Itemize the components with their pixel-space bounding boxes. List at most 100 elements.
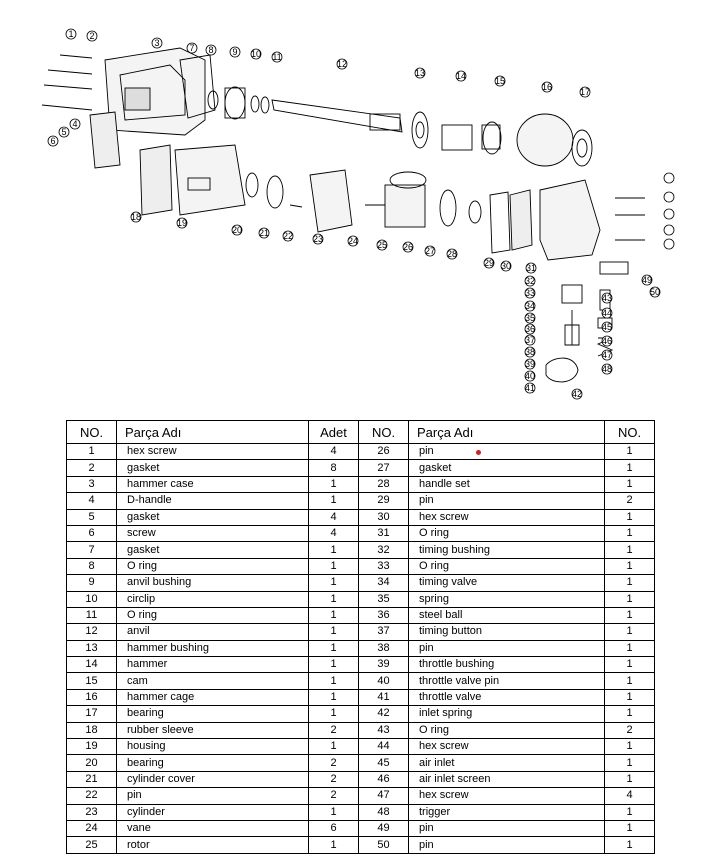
callout-label: 13 [415, 68, 425, 78]
callout-label: 46 [602, 336, 612, 346]
cell-part-name-2: pin [408, 639, 605, 658]
cell-qty: 1 [308, 738, 359, 756]
callout-label: 22 [283, 231, 293, 241]
cell-part-name-2: O ring [408, 721, 605, 740]
callout-label: 26 [403, 242, 413, 252]
cell-no: 14 [66, 656, 117, 674]
cell-no: 7 [66, 541, 117, 559]
callout-label: 33 [525, 288, 535, 298]
cell-qty-2: 1 [604, 836, 655, 854]
cell-qty-2: 1 [604, 475, 655, 494]
callout-label: 29 [484, 258, 494, 268]
cell-part-name-2: pin [408, 836, 605, 854]
cell-part-name: hammer case [116, 475, 309, 494]
header-no-3: NO. [604, 420, 655, 444]
cell-part-name-2: timing button [408, 623, 605, 641]
cell-qty: 2 [308, 770, 359, 789]
callout-label: 27 [425, 246, 435, 256]
callout-label: 35 [525, 313, 535, 323]
cell-qty-2: 2 [604, 492, 655, 510]
cell-qty: 2 [308, 787, 359, 805]
cell-qty-2: 1 [604, 623, 655, 641]
cell-qty: 1 [308, 639, 359, 658]
cell-part-name: bearing [116, 705, 309, 723]
cell-no-2: 37 [358, 623, 409, 641]
cell-qty: 1 [308, 541, 359, 559]
cell-part-name: vane [116, 819, 309, 838]
cell-no-2: 49 [358, 819, 409, 838]
cell-qty: 4 [308, 442, 359, 461]
cell-no-2: 28 [358, 475, 409, 494]
callout-label: 11 [272, 52, 281, 62]
cell-part-name-2: pin [408, 442, 605, 461]
cell-no-2: 30 [358, 508, 409, 526]
cell-qty: 1 [308, 492, 359, 510]
red-dot-marker [476, 450, 481, 455]
cell-no: 24 [66, 819, 117, 838]
cell-part-name-2: throttle bushing [408, 656, 605, 674]
cell-qty-2: 1 [604, 754, 655, 772]
cell-qty: 1 [308, 803, 359, 821]
callout-label: 23 [313, 234, 323, 244]
cell-part-name-2: trigger [408, 803, 605, 821]
cell-part-name-2: hex screw [408, 787, 605, 805]
cell-qty-2: 1 [604, 606, 655, 625]
callout-label: 41 [525, 383, 535, 393]
callout-label: 31 [526, 263, 536, 273]
cell-qty-2: 1 [604, 738, 655, 756]
cell-no: 20 [66, 754, 117, 772]
cell-no: 17 [66, 705, 117, 723]
table-header-row: NO. Parça Adı Adet NO. Parça Adı NO. [66, 420, 655, 444]
cell-qty: 2 [308, 721, 359, 740]
cell-qty-2: 1 [604, 770, 655, 789]
callout-label: 18 [131, 212, 141, 222]
cell-no: 4 [66, 492, 117, 510]
callout-label: 4 [72, 119, 77, 129]
callout-label: 28 [447, 249, 457, 259]
cell-no: 8 [66, 557, 117, 576]
cell-part-name-2: pin [408, 492, 605, 510]
cell-part-name: rotor [116, 836, 309, 854]
cell-qty-2: 1 [604, 574, 655, 592]
callout-label: 43 [602, 293, 612, 303]
cell-no: 18 [66, 721, 117, 740]
cell-part-name: anvil bushing [116, 574, 309, 592]
cell-no: 25 [66, 836, 117, 854]
cell-part-name: cylinder [116, 803, 309, 821]
callout-label: 5 [61, 127, 66, 137]
cell-qty: 1 [308, 836, 359, 854]
cell-qty-2: 1 [604, 672, 655, 690]
callout-label: 38 [525, 347, 535, 357]
cell-qty: 1 [308, 606, 359, 625]
callout-label: 6 [50, 136, 55, 146]
cell-part-name: pin [116, 787, 309, 805]
callout-label: 2 [89, 31, 94, 41]
callout-label: 12 [337, 59, 347, 69]
cell-part-name: hammer bushing [116, 639, 309, 658]
cell-part-name-2: air inlet screen [408, 770, 605, 789]
cell-part-name: circlip [116, 590, 309, 608]
cell-no-2: 29 [358, 492, 409, 510]
cell-part-name: gasket [116, 541, 309, 559]
cell-no-2: 27 [358, 459, 409, 477]
cell-qty-2: 1 [604, 590, 655, 608]
cell-no: 5 [66, 508, 117, 526]
cell-part-name: gasket [116, 508, 309, 526]
cell-no-2: 45 [358, 754, 409, 772]
callout-label: 47 [602, 350, 612, 360]
callout-label: 20 [232, 225, 242, 235]
cell-part-name-2: O ring [408, 524, 605, 543]
callout-label: 50 [650, 287, 660, 297]
